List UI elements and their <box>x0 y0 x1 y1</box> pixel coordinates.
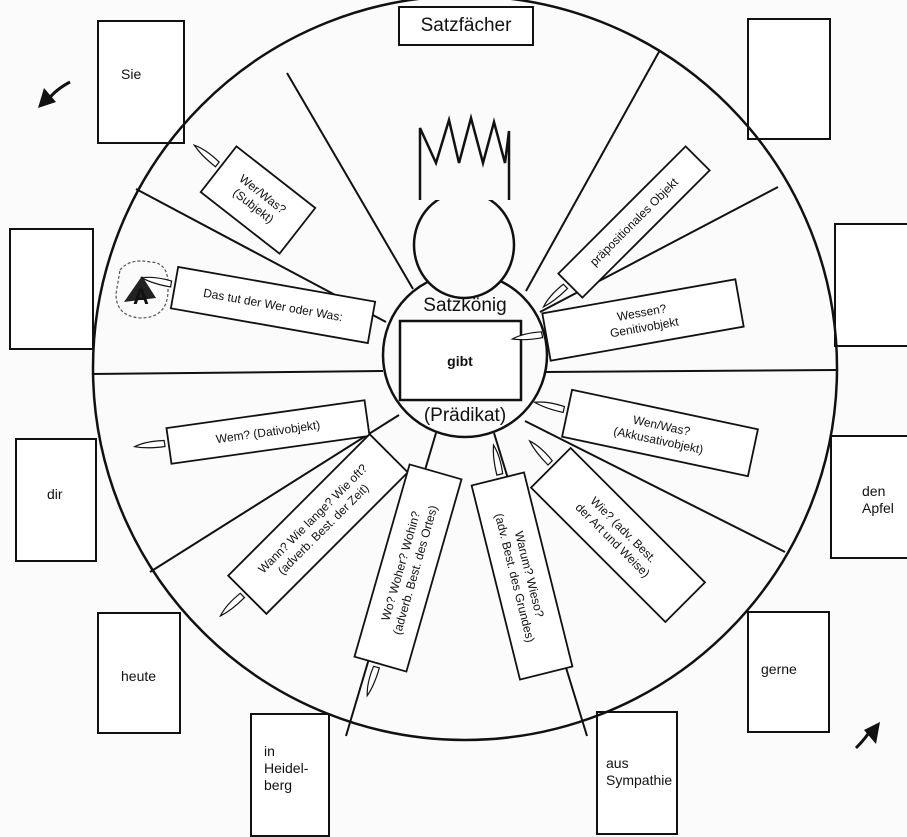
pointing-hand-icon <box>527 439 553 465</box>
predicate-label: (Prädikat) <box>424 405 506 426</box>
king-name: Satzkönig <box>423 295 506 316</box>
rotate-left-arrow-icon[interactable] <box>38 82 70 108</box>
pointing-hand-icon <box>134 440 165 451</box>
wedge-label-hint: Das tut der Wer oder Was: <box>137 261 375 343</box>
wedge-label-line: präpositionales Objekt <box>587 175 681 269</box>
pointing-hand-icon <box>192 143 220 167</box>
pointing-hand-icon <box>542 284 568 310</box>
crown-icon <box>414 118 514 298</box>
pointing-hand-icon <box>534 400 565 413</box>
wedge-label-subjekt: Wer/Was?(Subjekt) <box>174 125 315 253</box>
verb-text: gibt <box>447 353 473 369</box>
hint-badge-icon: A <box>116 261 168 318</box>
wedge-label-dativ: Wem? (Dativobjekt) <box>133 400 370 468</box>
pointing-hand-icon <box>365 666 380 697</box>
rotate-right-arrow-icon[interactable] <box>856 722 880 748</box>
hint-badge-letter: A <box>133 284 149 309</box>
pointing-hand-icon <box>219 593 245 619</box>
